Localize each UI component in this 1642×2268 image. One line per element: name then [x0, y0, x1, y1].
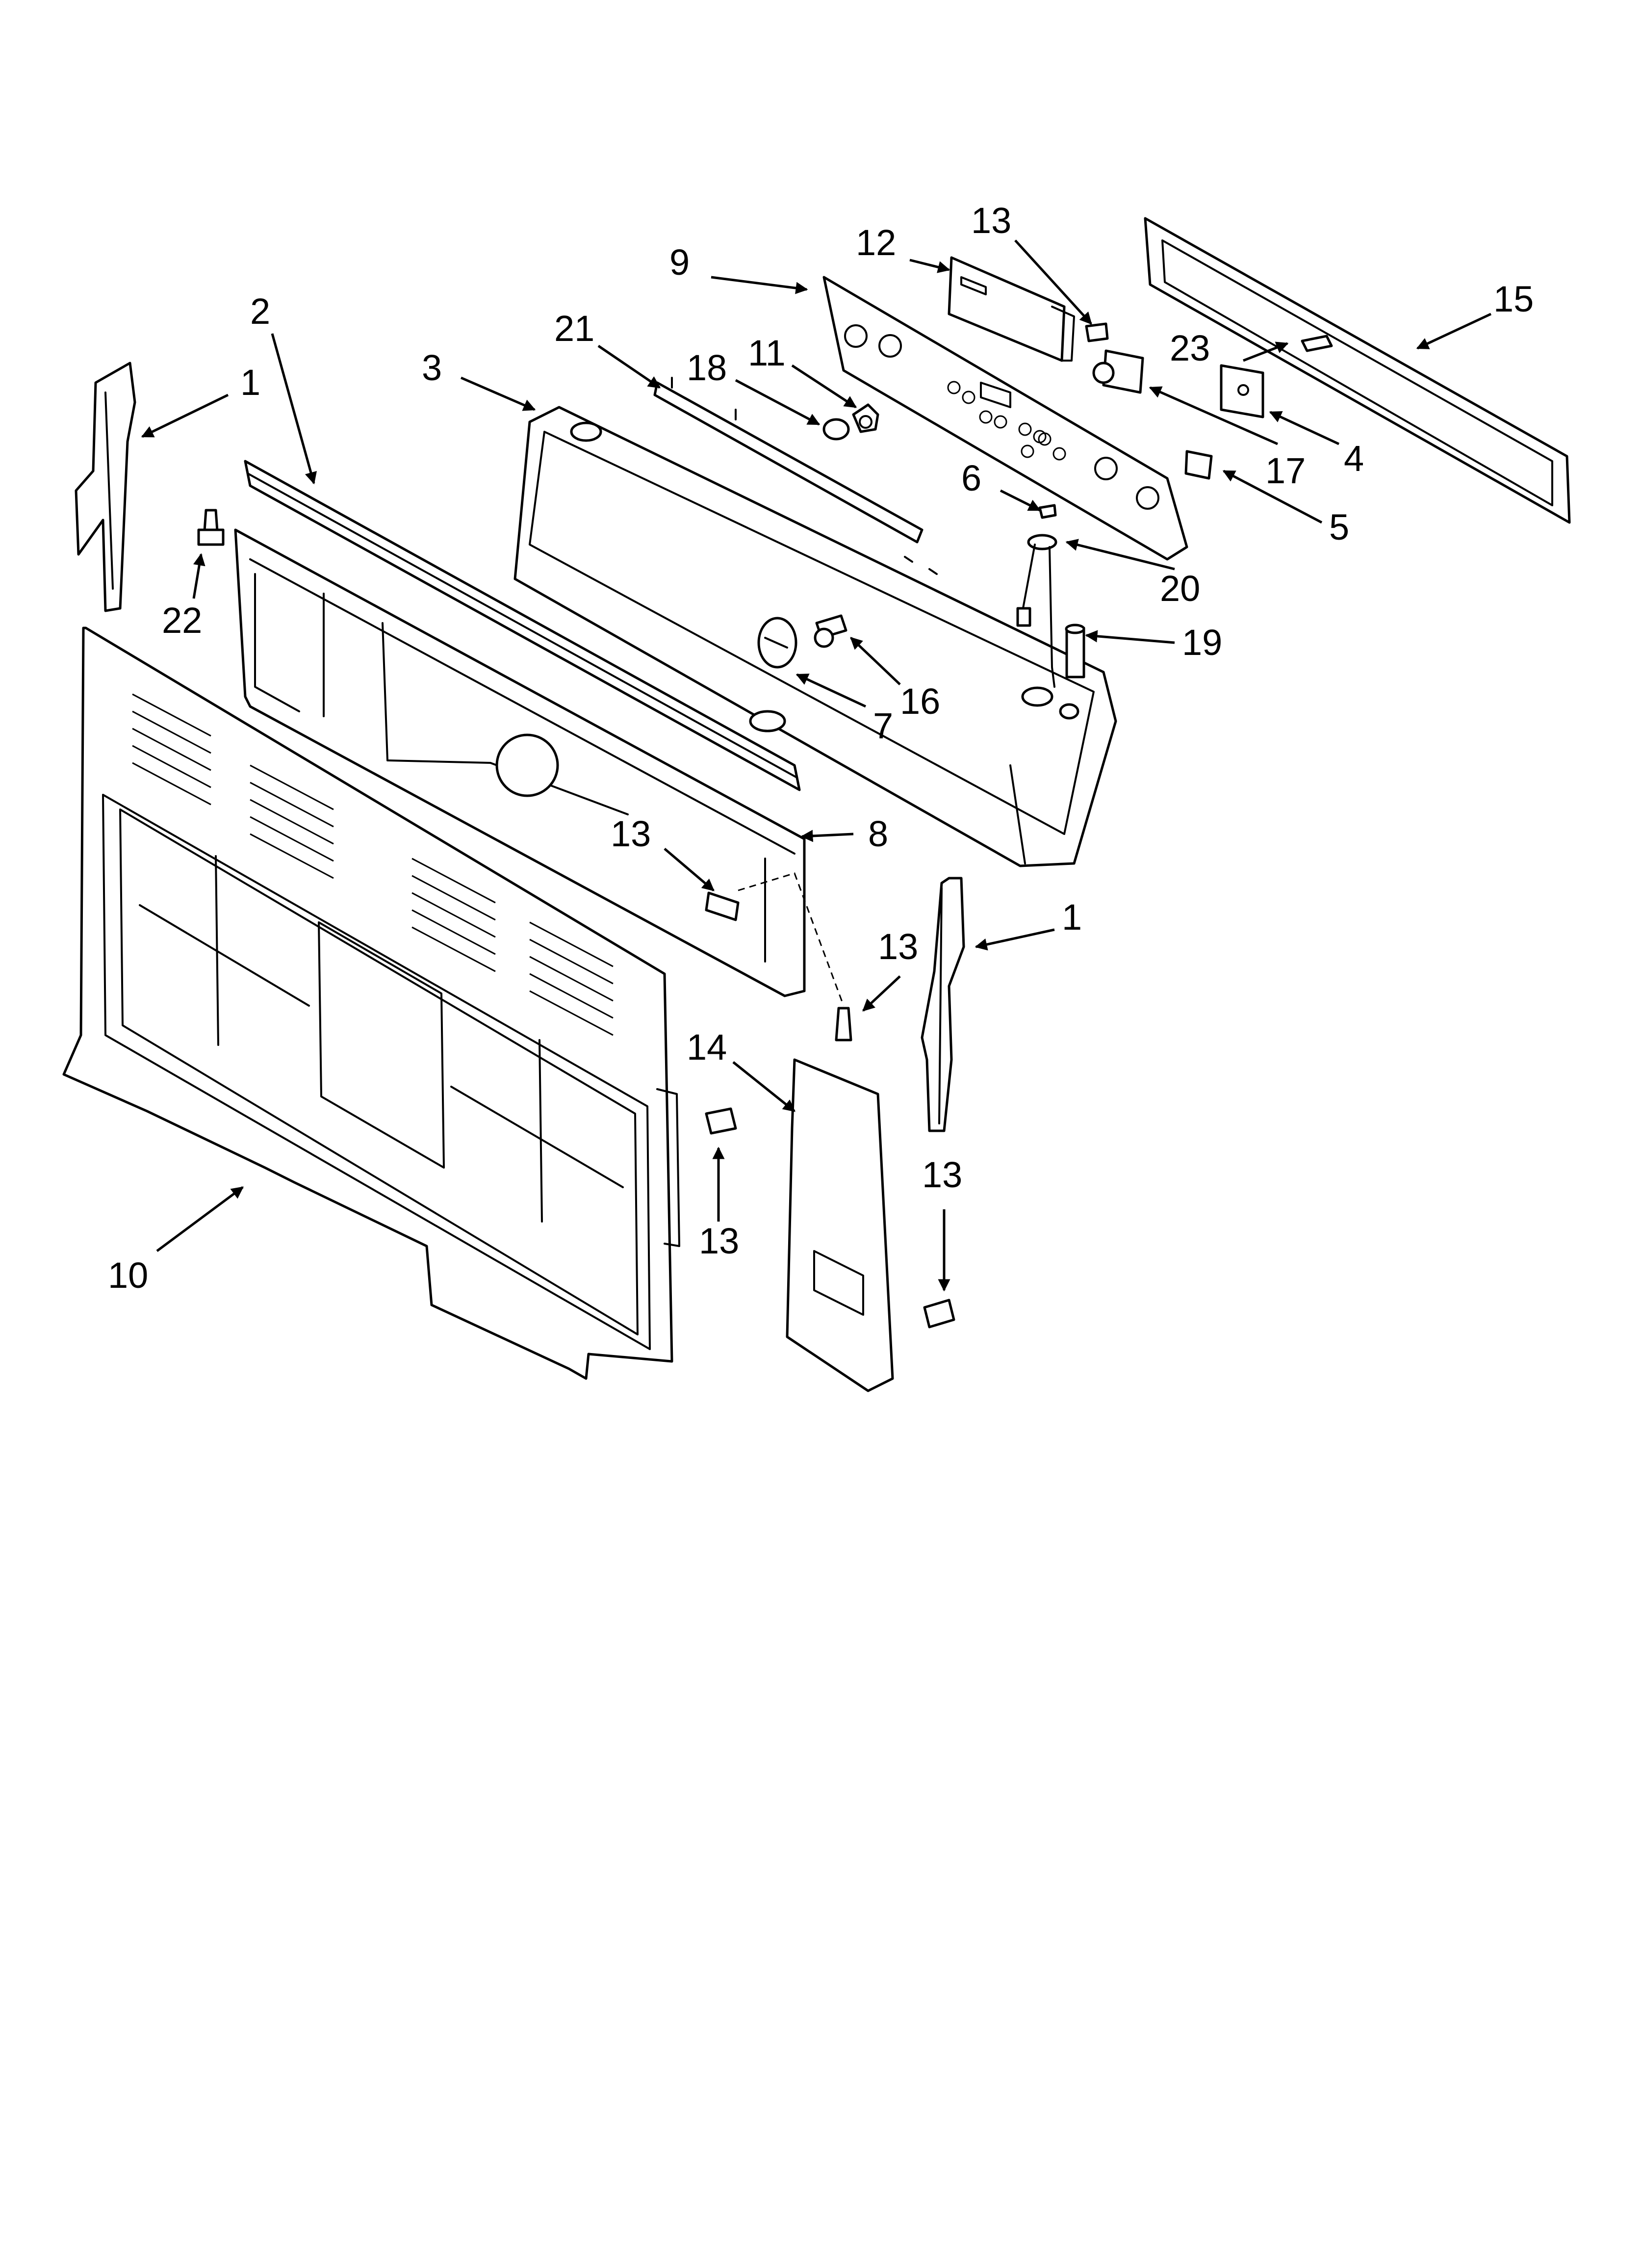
- part-screw-22: [197, 509, 225, 546]
- part-screw-13-top: [1085, 322, 1109, 342]
- callout-1-left: 1: [240, 362, 260, 403]
- part-control-panel: [822, 276, 1188, 561]
- part-lamp-19: [1065, 624, 1085, 678]
- part-screw-13-right: [835, 1007, 852, 1042]
- part-side-bracket-right: [921, 877, 965, 1132]
- callout-13-bottom: 13: [922, 1154, 962, 1195]
- callout-2: 2: [250, 291, 270, 332]
- callout-14: 14: [687, 1027, 727, 1068]
- callout-8: 8: [868, 813, 888, 854]
- part-cover-bracket: [786, 1058, 894, 1392]
- part-switch-5: [1184, 450, 1213, 480]
- part-switch-17: [1092, 349, 1144, 394]
- callout-6: 6: [961, 458, 981, 498]
- callout-9: 9: [669, 242, 690, 283]
- part-knob-18: [822, 418, 850, 441]
- part-light-strip: [653, 377, 924, 544]
- callout-10: 10: [108, 1255, 148, 1296]
- callout-4: 4: [1344, 438, 1364, 479]
- part-lower-bracket: [234, 528, 806, 997]
- part-trim-frame: [1144, 217, 1571, 524]
- part-knob-7: [757, 617, 797, 669]
- callout-20: 20: [1160, 568, 1200, 609]
- part-screw-13-lower: [705, 1107, 737, 1135]
- callout-21: 21: [554, 308, 594, 349]
- part-bolt-16: [814, 614, 847, 648]
- callout-22: 22: [162, 600, 202, 641]
- part-knob-11: [852, 403, 879, 433]
- callout-23: 23: [1170, 328, 1210, 368]
- callout-13-mid: 13: [611, 813, 651, 854]
- callout-15: 15: [1493, 279, 1534, 319]
- callout-5: 5: [1329, 507, 1349, 547]
- callout-13-lower: 13: [699, 1221, 739, 1261]
- callout-18: 18: [687, 347, 727, 388]
- part-screw-13-bottom: [923, 1299, 955, 1329]
- callout-3: 3: [422, 347, 442, 388]
- part-screw-13-mid: [705, 891, 740, 921]
- callout-19: 19: [1182, 622, 1222, 663]
- part-sensor-20: [1016, 534, 1057, 688]
- callout-7: 7: [873, 705, 893, 746]
- part-top-rail: [244, 460, 801, 791]
- callout-13-right: 13: [878, 926, 918, 967]
- leader-lines: [141, 239, 1492, 1292]
- part-rear-panel: [62, 626, 680, 1380]
- callout-17: 17: [1265, 450, 1306, 491]
- part-screw-6: [1038, 504, 1057, 519]
- part-clip-23: [1301, 335, 1333, 352]
- part-display-module: [948, 256, 1075, 362]
- callout-16: 16: [900, 681, 940, 722]
- callout-labels: 1 1 2 3 4 5 6 7 8 9 10 11 12 13 13 13 13…: [108, 200, 1534, 1296]
- part-side-bracket-left: [75, 362, 136, 612]
- callout-12: 12: [856, 222, 896, 263]
- callout-1-right: 1: [1062, 897, 1082, 938]
- part-switch-4: [1220, 364, 1264, 418]
- callout-13-top: 13: [971, 200, 1011, 241]
- callout-11: 11: [748, 333, 786, 373]
